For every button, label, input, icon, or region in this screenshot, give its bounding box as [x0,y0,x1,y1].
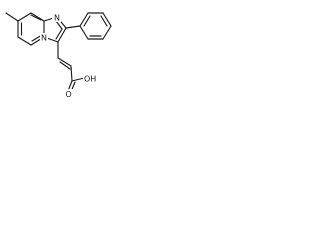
bond-c2-c3-inner [55,28,63,40]
phenyl-bond-6 [79,25,89,40]
atom-labels: N N OH O [40,13,96,99]
bond-c2-c3 [57,27,67,43]
carbonyl-o-mask [64,89,73,99]
vinyl-double-bond [57,57,72,67]
phenyl-bond-1 [79,12,89,27]
carboxyl-oh-label: OH [84,75,96,84]
imidazole-n-label: N [54,14,60,23]
phenyl-bond-4 [102,25,112,40]
carboxyl-oh-mask [83,74,96,83]
phenyl-bond-1-inner [83,15,91,27]
carbonyl-o-label: O [65,90,71,99]
bond-n1-c2-inner [55,20,63,30]
bridgehead-n-mask [40,33,48,42]
bond-c8a-c8-inner [30,14,42,21]
acrylic-acid-chain [57,41,85,93]
vinyl-double-bond-inner [59,61,71,70]
phenyl-bond-3-inner [100,15,108,27]
bridgehead-n-label: N [41,34,47,43]
imidazole-n-mask [52,13,61,22]
bond-c8-c7 [17,12,32,22]
bond-c2-phenyl [65,25,81,29]
methyl-group [5,12,19,22]
methyl-bond [5,12,19,22]
bond-c6-c5 [17,36,32,46]
bond-vinyl-carboxyl [70,65,73,82]
bond-c8a-c8 [30,12,45,22]
carboxyl-c-oh-bond [71,77,85,82]
phenyl-bond-3 [102,12,112,27]
chemical-structure: N N OH O [5,12,112,99]
phenyl-ring [65,12,112,40]
